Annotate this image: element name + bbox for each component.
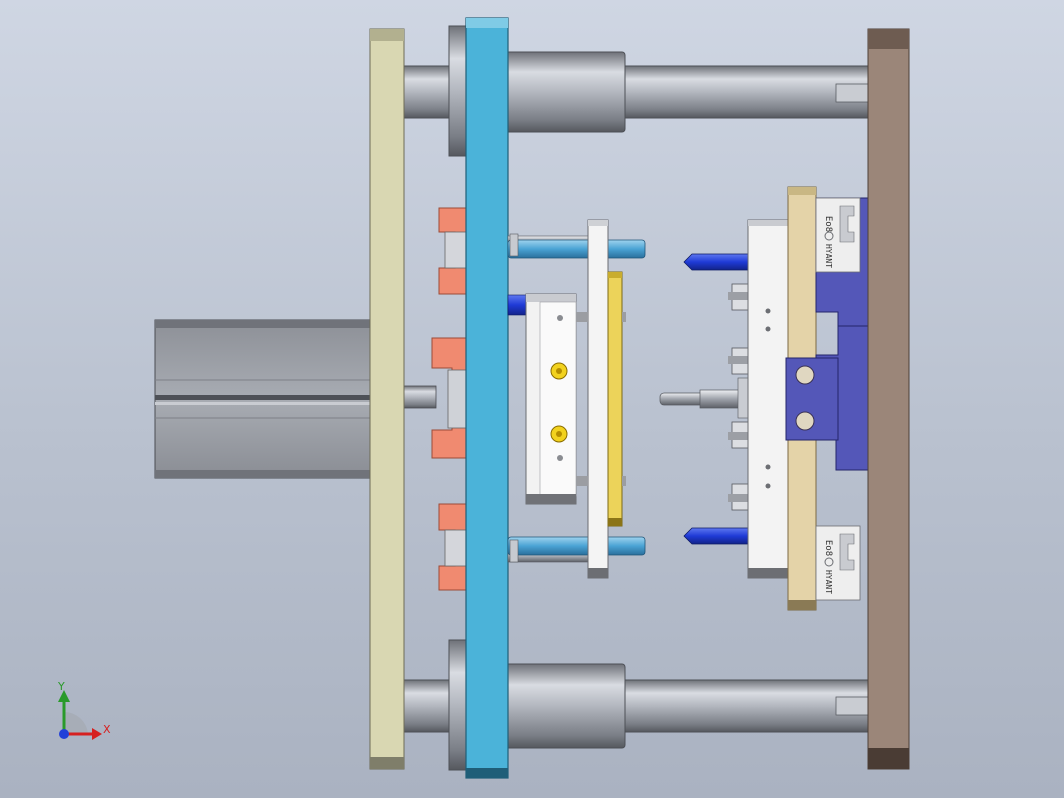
triad-x-arrow <box>92 728 102 740</box>
nameplate-top-brand: HYANT <box>824 244 833 268</box>
coordinate-triad: Y X <box>57 680 111 740</box>
nameplate-bottom-brand: HYANT <box>824 570 833 594</box>
slider-parts <box>728 283 749 511</box>
orange-locking-block-middle <box>431 337 467 459</box>
orange-locking-block-bottom <box>438 503 467 591</box>
nameplate-bottom: Eo8 HYANT <box>815 525 861 601</box>
cavity-plate-yellow <box>576 271 626 527</box>
nameplate-top: Eo8 HYANT <box>815 197 861 273</box>
return-pin-bottom <box>507 536 646 563</box>
triad-y-arrow <box>58 690 70 702</box>
nameplate-bottom-code: Eo8 <box>823 540 833 556</box>
return-pin-top <box>507 233 646 259</box>
sprue-pin <box>659 389 747 409</box>
top-clamp-plate <box>369 28 405 770</box>
piston-rod <box>403 385 437 409</box>
core-plate-white <box>747 219 789 579</box>
guide-pin-dark-bottom <box>683 527 749 545</box>
ejector-pin-small <box>507 294 529 316</box>
guide-pin-dark-top <box>683 253 749 271</box>
core-insert-block <box>525 293 577 505</box>
triad-z-axis <box>59 729 69 739</box>
nameplate-top-code: Eo8 <box>823 216 833 232</box>
triad-x-label: X <box>103 723 111 736</box>
moving-plate <box>465 17 509 779</box>
orange-locking-block-top <box>438 207 467 295</box>
rear-clamp-plate <box>867 28 910 770</box>
stripper-plate <box>587 219 609 579</box>
triad-y-label: Y <box>57 680 65 693</box>
hydraulic-cylinder <box>154 319 372 479</box>
